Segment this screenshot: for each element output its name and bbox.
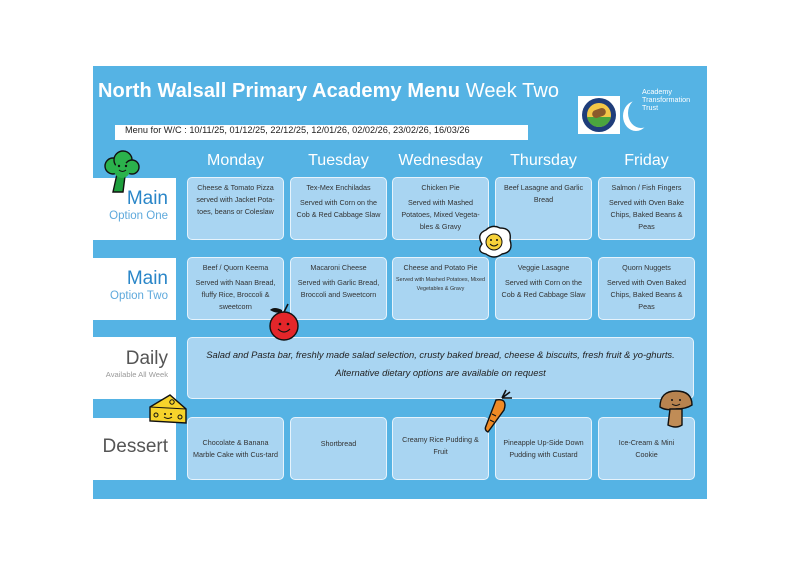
day-header-thursday: Thursday — [510, 152, 577, 169]
row-label-main-two: Main Option Two — [93, 258, 176, 320]
carrot-icon — [484, 389, 512, 433]
menu-card-dessert-monday: Chocolate & Banana Marble Cake with Cus-… — [187, 417, 284, 480]
menu-card-main1-thursday: Beef Lasagne and Garlic Bread — [495, 177, 592, 240]
day-header-wednesday: Wednesday — [398, 152, 483, 169]
menu-card-main2-wednesday: Cheese and Potato Pie Served with Mashed… — [392, 257, 489, 320]
cheese-icon — [149, 394, 187, 424]
trust-name: Academy Transformation Trust — [642, 87, 691, 112]
menu-card-dessert-wednesday: Creamy Rice Pudding & Fruit — [392, 417, 489, 480]
menu-card-daily: Salad and Pasta bar, freshly made salad … — [187, 337, 694, 399]
row-label-main-one: Main Option One — [93, 178, 176, 240]
menu-card-dessert-friday: Ice-Cream & Mini Cookie — [598, 417, 695, 480]
row-label-dessert: Dessert — [93, 418, 176, 480]
menu-card-dessert-tuesday: Shortbread — [290, 417, 387, 480]
menu-card-main1-tuesday: Tex-Mex Enchiladas Served with Corn on t… — [290, 177, 387, 240]
title-week: Week Two — [465, 80, 560, 102]
apple-icon — [269, 303, 299, 341]
egg-icon — [479, 225, 512, 258]
menu-card-main2-tuesday: Macaroni Cheese Served with Garlic Bread… — [290, 257, 387, 320]
mushroom-icon — [659, 390, 693, 428]
menu-card-dessert-thursday: Pineapple Up-Side Down Pudding with Cust… — [495, 417, 592, 480]
menu-card-main1-wednesday: Chicken Pie Served with Mashed Potatoes,… — [392, 177, 489, 240]
page-title: North Walsall Primary Academy Menu Week … — [98, 80, 559, 103]
week-commencing-text: Menu for W/C : 10/11/25, 01/12/25, 22/12… — [125, 125, 470, 135]
school-crest-icon — [578, 96, 620, 134]
title-bold: North Walsall Primary Academy Menu — [98, 80, 461, 102]
day-header-friday: Friday — [624, 152, 669, 169]
trust-logo: Academy Transformation Trust — [624, 88, 704, 138]
menu-card-main2-friday: Quorn Nuggets Served with Oven Baked Chi… — [598, 257, 695, 320]
menu-card-main1-friday: Salmon / Fish Fingers Served with Oven B… — [598, 177, 695, 240]
menu-card-main2-thursday: Veggie Lasagne Served with Corn on the C… — [495, 257, 592, 320]
row-label-daily: Daily Available All Week — [93, 337, 176, 399]
menu-card-main1-monday: Cheese & Tomato Pizza served with Jacket… — [187, 177, 284, 240]
broccoli-icon — [104, 150, 140, 193]
week-commencing-box: Menu for W/C : 10/11/25, 01/12/25, 22/12… — [115, 125, 528, 140]
day-header-tuesday: Tuesday — [308, 152, 369, 169]
day-header-monday: Monday — [207, 152, 264, 169]
menu-card-main2-monday: Beef / Quorn Keema Served with Naan Brea… — [187, 257, 284, 320]
